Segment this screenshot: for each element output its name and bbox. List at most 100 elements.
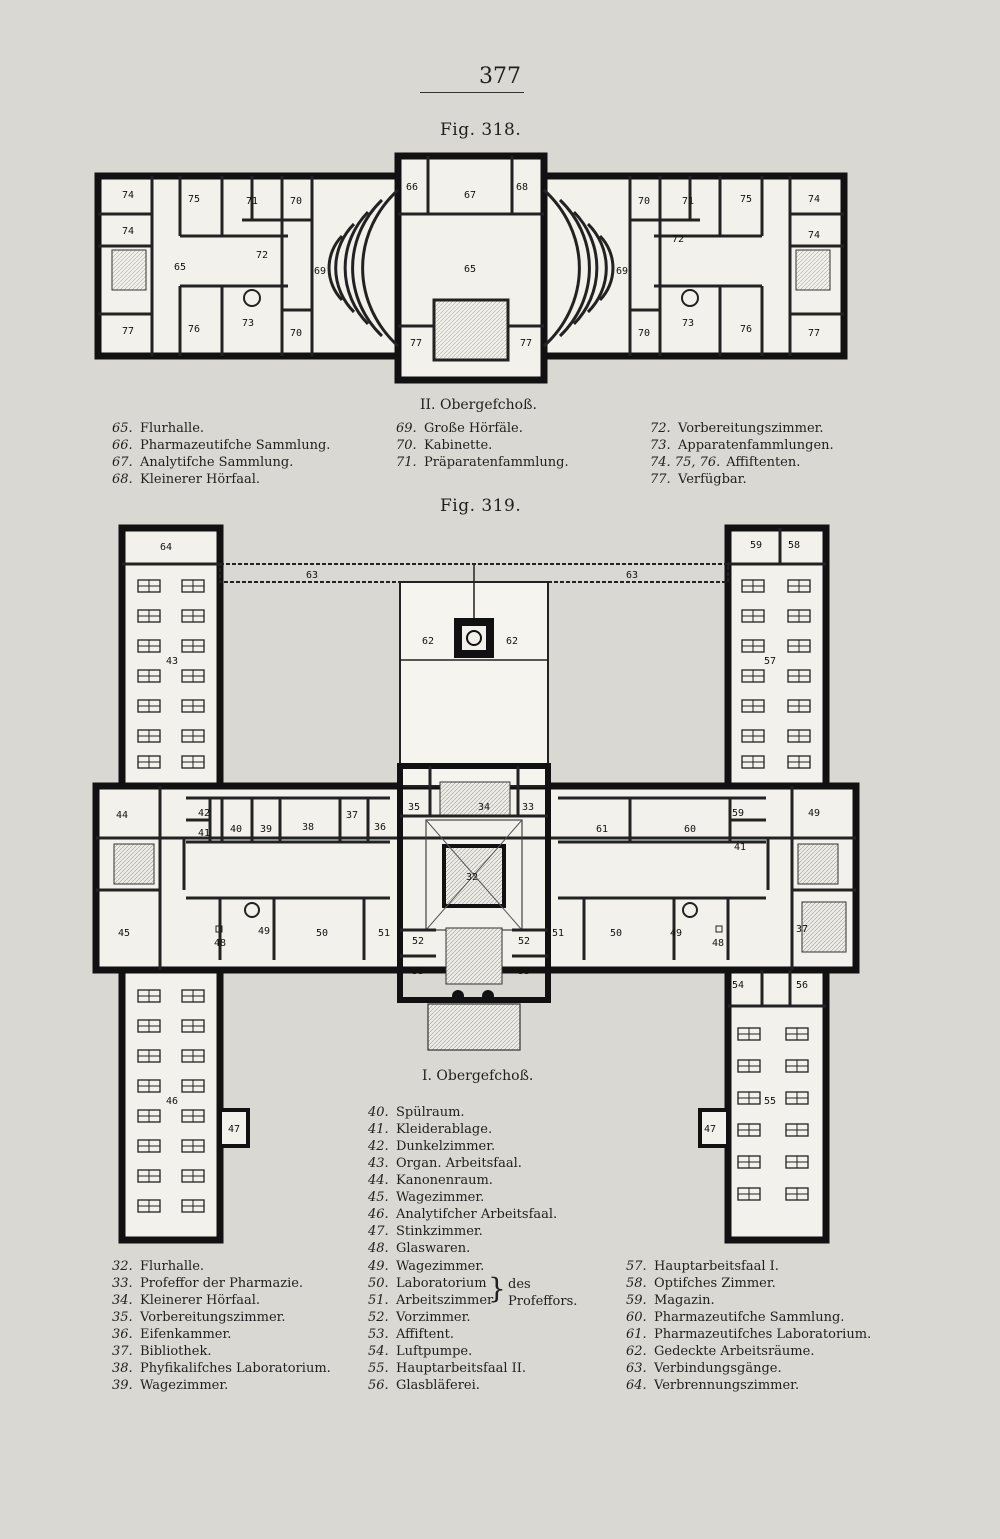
room-74: 74 [122,190,134,201]
room-66: 66 [406,182,418,193]
room-63: 63 [626,570,638,581]
legend-item: 38.Phyfikalifches Laboratorium. [112,1361,331,1376]
legend-item: 74. 75, 76.Affiftenten. [650,455,801,470]
fig319-floor-label: I. Obergefchoß. [422,1068,534,1084]
room-77: 77 [410,338,422,349]
fig318-floorplan: 74 74 75 71 70 72 65 69 73 76 77 70 66 6… [94,152,848,384]
room-57: 57 [764,656,776,667]
room-41: 41 [734,842,746,853]
room-71: 71 [682,196,694,207]
room-53: 53 [412,966,424,977]
room-51: 51 [552,928,564,939]
room-75: 75 [188,194,200,205]
legend-item: 71.Präparatenfammlung. [396,455,569,470]
legend-item: 49.Wagezimmer. [368,1259,485,1274]
legend-item: 35.Vorbereitungszimmer. [112,1310,286,1325]
page-number: 377 [479,64,521,89]
room-65: 65 [464,264,476,275]
legend-item: 65.Flurhalle. [112,421,205,436]
room-69: 69 [616,266,628,277]
legend-item: 34.Kleinerer Hörfaal. [112,1293,261,1308]
legend-item: 66.Pharmazeutifche Sammlung. [112,438,331,453]
legend-item: 62.Gedeckte Arbeitsräume. [626,1344,815,1359]
legend-item: 43.Organ. Arbeitsfaal. [368,1156,522,1171]
room-32: 32 [466,872,478,883]
room-71: 71 [246,196,258,207]
room-64: 64 [160,542,172,553]
fig318-legend-col2: 69.Große Hörfäle. 70.Kabinette. 71.Präpa… [396,420,569,471]
room-68: 68 [516,182,528,193]
room-52: 52 [412,936,424,947]
legend-item: 37.Bibliothek. [112,1344,212,1359]
legend-item: 46.Analytifcher Arbeitsfaal. [368,1207,558,1222]
room-70: 70 [638,328,650,339]
fig319-legend-col3: 57.Hauptarbeitsfaal I. 58.Optifches Zimm… [626,1258,871,1394]
room-44: 44 [116,810,128,821]
legend-item: 44.Kanonenraum. [368,1173,493,1188]
legend-item: 67.Analytifche Sammlung. [112,455,294,470]
room-72: 72 [672,234,684,245]
legend-item: 59.Magazin. [626,1293,715,1308]
legend-item: 40.Spülraum. [368,1105,465,1120]
room-42: 42 [198,808,210,819]
legend-item: 57.Hauptarbeitsfaal I. [626,1259,779,1274]
legend-item: 50.Laboratorium [368,1276,487,1291]
room-40: 40 [230,824,242,835]
legend-item: 55.Hauptarbeitsfaal II. [368,1361,527,1376]
room-77: 77 [520,338,532,349]
room-74: 74 [808,230,820,241]
room-60: 60 [684,824,696,835]
legend-item: 61.Pharmazeutifches Laboratorium. [626,1327,872,1342]
legend-item: 52.Vorzimmer. [368,1310,471,1325]
fig319-legend-col2: 49.Wagezimmer. 50.Laboratorium 51.Arbeit… [368,1258,526,1394]
room-45: 45 [118,928,130,939]
room-47: 47 [704,1124,716,1135]
room-33: 33 [522,802,534,813]
room-70: 70 [290,196,302,207]
room-48: 48 [712,938,724,949]
room-77: 77 [122,326,134,337]
room-38: 38 [302,822,314,833]
room-76: 76 [188,324,200,335]
legend-item: 63.Verbindungsgänge. [626,1361,782,1376]
room-39: 39 [260,824,272,835]
room-58: 58 [788,540,800,551]
room-35: 35 [408,802,420,813]
des-professors-label: des Profeffors. [508,1277,578,1309]
legend-item: 47.Stinkzimmer. [368,1224,483,1239]
legend-item: 58.Optifches Zimmer. [626,1276,776,1291]
room-36: 36 [374,822,386,833]
room-37: 37 [346,810,358,821]
room-37: 37 [796,924,808,935]
room-43: 43 [166,656,178,667]
legend-item: 68.Kleinerer Hörfaal. [112,472,261,487]
room-65: 65 [174,262,186,273]
room-67: 67 [464,190,476,201]
legend-item: 42.Dunkelzimmer. [368,1139,496,1154]
legend-item: 73.Apparatenfammlungen. [650,438,834,453]
room-49: 49 [258,926,270,937]
legend-item: 45.Wagezimmer. [368,1190,485,1205]
room-56: 56 [796,980,808,991]
room-77: 77 [808,328,820,339]
page-number-rule [420,92,524,93]
legend-item: 36.Eifenkammer. [112,1327,232,1342]
fig318-legend-col3: 72.Vorbereitungszimmer. 73.Apparatenfamm… [650,420,834,488]
room-51: 51 [378,928,390,939]
room-74: 74 [122,226,134,237]
legend-item: 53.Affiftent. [368,1327,455,1342]
legend-item: 77.Verfügbar. [650,472,747,487]
legend-item: 56.Glasbläferei. [368,1378,480,1393]
room-54: 54 [732,980,744,991]
legend-item: 64.Verbrennungszimmer. [626,1378,800,1393]
fig318-title: Fig. 318. [440,120,522,140]
room-53: 53 [518,966,530,977]
room-49: 49 [808,808,820,819]
room-52: 52 [518,936,530,947]
legend-item: 33.Profeffor der Pharmazie. [112,1276,304,1291]
room-55: 55 [764,1096,776,1107]
room-59: 59 [750,540,762,551]
room-50: 50 [610,928,622,939]
room-34: 34 [478,802,490,813]
